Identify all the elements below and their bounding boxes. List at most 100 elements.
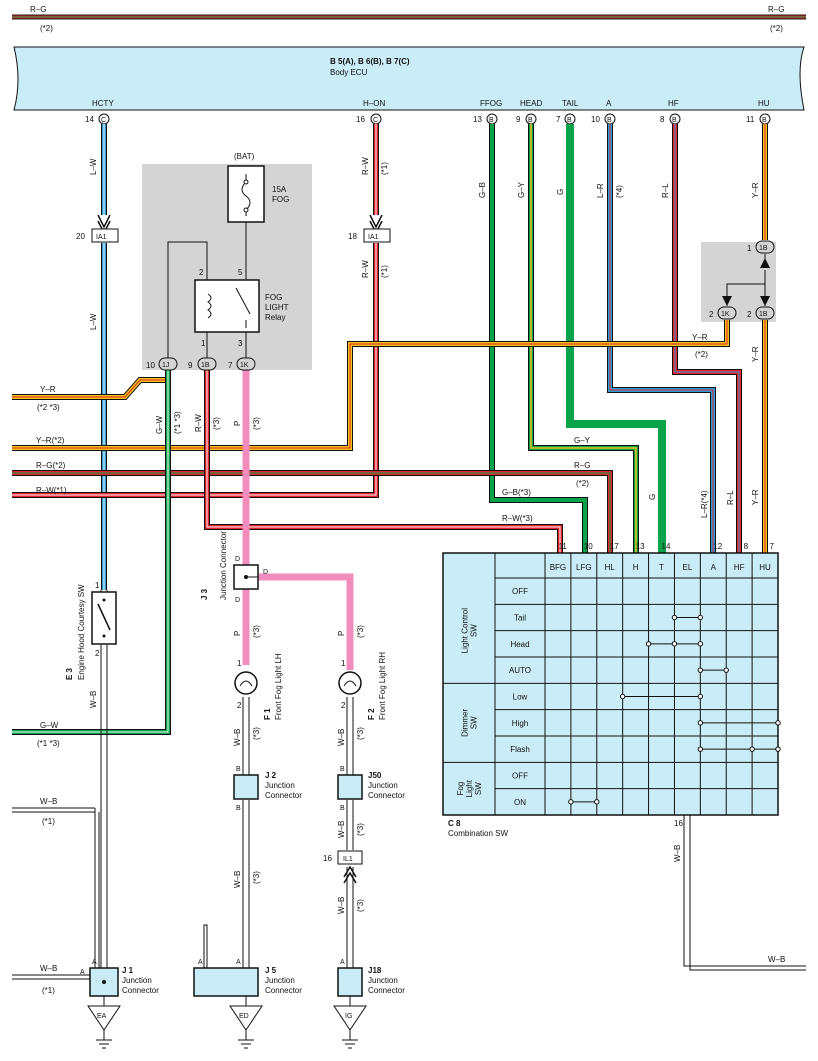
svg-text:B: B xyxy=(567,117,572,124)
svg-text:W–B: W–B xyxy=(337,821,346,838)
wire-r-w-hon xyxy=(12,124,379,498)
svg-text:W–B: W–B xyxy=(233,871,242,888)
svg-text:ED: ED xyxy=(239,1013,249,1020)
combo-row-label: AUTO xyxy=(509,666,531,675)
svg-text:20: 20 xyxy=(76,232,85,241)
svg-text:10: 10 xyxy=(591,115,600,124)
ecu-terminal-hcty: HCTY 14 C xyxy=(85,99,114,125)
wire-l-r xyxy=(607,124,716,553)
combo-contact xyxy=(594,799,600,805)
e3-name: Engine Hood Courtesy SW xyxy=(77,584,86,680)
combo-col-header: HF xyxy=(734,563,745,572)
svg-text:1K: 1K xyxy=(721,311,730,318)
combo-group-label: Light xyxy=(465,779,474,797)
combo-group-label: Dimmer xyxy=(461,709,470,737)
top-wire-label-left: R–G xyxy=(30,5,46,14)
svg-text:(*1): (*1) xyxy=(380,265,389,278)
combo-col-header: HL xyxy=(605,563,616,572)
combo-contact xyxy=(697,667,704,673)
svg-text:9: 9 xyxy=(516,115,521,124)
svg-text:7: 7 xyxy=(556,115,561,124)
wire-y-r-left xyxy=(12,370,171,400)
relay-name-2: LIGHT xyxy=(265,303,289,312)
junction-j2 xyxy=(233,774,259,800)
junction-j50 xyxy=(337,774,363,800)
relay-connector-1b: 9 1B xyxy=(188,357,217,371)
svg-text:(*1): (*1) xyxy=(42,986,55,995)
svg-text:G–Y: G–Y xyxy=(574,436,591,445)
svg-text:R–W(*3): R–W(*3) xyxy=(502,514,533,523)
svg-text:Y–R: Y–R xyxy=(692,333,708,342)
svg-text:IG: IG xyxy=(345,1013,352,1020)
svg-text:L–R: L–R xyxy=(596,183,605,198)
ecu-name: Body ECU xyxy=(330,68,368,77)
svg-text:1: 1 xyxy=(747,244,752,253)
svg-text:(*3): (*3) xyxy=(252,727,261,740)
svg-text:14: 14 xyxy=(85,115,94,124)
svg-text:P: P xyxy=(233,421,242,426)
ecu-box xyxy=(13,46,805,111)
wire-g-y xyxy=(528,124,639,553)
svg-text:8: 8 xyxy=(660,115,665,124)
combo-pin: 14 xyxy=(662,542,671,551)
svg-text:R–W: R–W xyxy=(361,260,370,278)
combo-group-label: SW xyxy=(470,624,479,637)
svg-text:A: A xyxy=(198,959,203,966)
connector-il1-16: IL1 16 xyxy=(323,850,363,865)
connector-ia1-20: IA1 20 xyxy=(76,228,119,243)
ecu-terminal-head: HEAD 9 B xyxy=(516,99,542,125)
svg-text:L–W: L–W xyxy=(89,158,98,175)
svg-text:W–B: W–B xyxy=(673,845,682,862)
combo-row-label: Flash xyxy=(510,745,530,754)
relay-name-1: FOG xyxy=(265,293,282,302)
j18-l2: Connector xyxy=(368,986,405,995)
svg-text:R–W: R–W xyxy=(361,157,370,175)
relay-body xyxy=(194,279,260,333)
svg-text:(*2): (*2) xyxy=(695,350,708,359)
combo-col-header: H xyxy=(633,563,639,572)
svg-text:A: A xyxy=(236,959,241,966)
svg-text:R–W(*1): R–W(*1) xyxy=(36,486,67,495)
svg-text:R–L: R–L xyxy=(661,183,670,198)
combo-row-label: Tail xyxy=(514,614,526,623)
svg-text:A: A xyxy=(80,969,85,976)
svg-text:7: 7 xyxy=(228,361,233,370)
svg-text:W–B: W–B xyxy=(337,897,346,914)
svg-text:G–W: G–W xyxy=(155,415,164,434)
combo-contact xyxy=(645,641,652,647)
arrow-il1 xyxy=(343,865,357,884)
j5-l2: Connector xyxy=(265,986,302,995)
junction-1b-bottom: 2 1B xyxy=(747,306,775,320)
j1-l1: Junction xyxy=(122,976,152,985)
wire-r-w-relay xyxy=(204,370,563,553)
j50-code: J50 xyxy=(368,771,382,780)
combo-pin: 7 xyxy=(770,542,775,551)
svg-text:A: A xyxy=(92,959,97,966)
combo-contact xyxy=(697,614,704,621)
svg-text:1B: 1B xyxy=(759,311,768,318)
relay-box xyxy=(142,164,312,370)
svg-text:FFOG: FFOG xyxy=(480,99,502,108)
j2-l2: Connector xyxy=(265,791,302,800)
svg-text:2: 2 xyxy=(341,701,346,710)
svg-text:B: B xyxy=(528,117,533,124)
svg-text:R–G(*2): R–G(*2) xyxy=(36,461,66,470)
combo-name: Combination SW xyxy=(448,829,508,838)
svg-text:Y–R: Y–R xyxy=(751,489,760,505)
svg-text:L–W: L–W xyxy=(89,313,98,330)
wire-r-g-long xyxy=(12,470,613,553)
svg-text:(*1 *3): (*1 *3) xyxy=(37,739,60,748)
combo-pin: 11 xyxy=(559,542,568,551)
combo-col-header: LFG xyxy=(576,563,592,572)
svg-text:(*3): (*3) xyxy=(252,871,261,884)
relay-name-3: Relay xyxy=(265,313,285,322)
j2-code: J 2 xyxy=(265,771,277,780)
svg-text:G: G xyxy=(648,494,657,500)
j2-l1: Junction xyxy=(265,781,295,790)
svg-text:(*1 *3): (*1 *3) xyxy=(173,411,182,434)
junction-j5 xyxy=(193,967,259,997)
svg-text:L–R(*4): L–R(*4) xyxy=(700,490,709,518)
svg-text:B: B xyxy=(672,117,677,124)
combo-contact xyxy=(749,746,755,752)
